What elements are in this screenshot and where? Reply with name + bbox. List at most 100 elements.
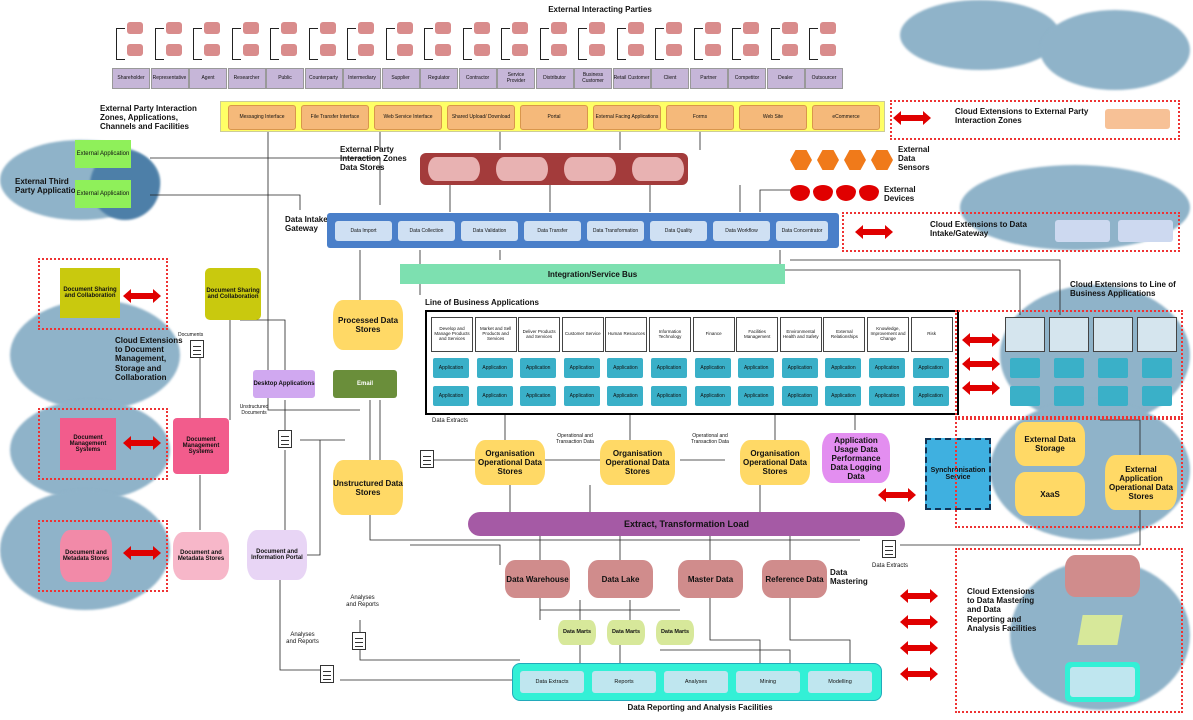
- intake-box[interactable]: Data Quality: [650, 221, 707, 241]
- party-box[interactable]: Client: [651, 68, 689, 89]
- data-lake[interactable]: Data Lake: [588, 560, 653, 598]
- dms[interactable]: Document Management Systems: [173, 418, 229, 474]
- party-box[interactable]: Retail Customer: [612, 68, 651, 89]
- master-data[interactable]: Master Data: [678, 560, 743, 598]
- service-bus[interactable]: Integration/Service Bus: [400, 264, 785, 284]
- lob-function[interactable]: External Relationships: [823, 317, 866, 352]
- intake-box[interactable]: Data Collection: [398, 221, 455, 241]
- application-box[interactable]: Application: [912, 386, 949, 406]
- application-box[interactable]: Application: [520, 386, 557, 406]
- channel-box[interactable]: Portal: [520, 105, 588, 130]
- xaas[interactable]: XaaS: [1015, 472, 1085, 516]
- ods-1[interactable]: Organisation Operational Data Stores: [475, 440, 545, 485]
- channel-box[interactable]: Forms: [666, 105, 734, 130]
- data-mart[interactable]: Data Marts: [656, 620, 694, 645]
- application-box[interactable]: Application: [607, 386, 644, 406]
- reporting-box[interactable]: Reports: [592, 671, 656, 693]
- party-box[interactable]: Representative: [150, 68, 189, 89]
- processed-stores[interactable]: Processed Data Stores: [333, 300, 403, 350]
- application-box[interactable]: Application: [825, 386, 862, 406]
- application-box[interactable]: Application: [651, 358, 687, 378]
- party-box[interactable]: Intermediary: [343, 68, 381, 89]
- application-box[interactable]: Application: [694, 386, 731, 406]
- dms-cloud[interactable]: Document Management Systems: [60, 418, 116, 470]
- application-box[interactable]: Application: [476, 358, 513, 378]
- ods-2[interactable]: Organisation Operational Data Stores: [600, 440, 675, 485]
- app-usage-store[interactable]: Application Usage Data Performance Data …: [822, 433, 890, 483]
- unstructured-stores[interactable]: Unstructured Data Stores: [333, 460, 403, 515]
- application-box[interactable]: Application: [433, 358, 469, 378]
- channel-box[interactable]: Shared Upload/ Download: [447, 105, 515, 130]
- application-box[interactable]: Application: [781, 386, 818, 406]
- external-application-box[interactable]: External Application: [75, 140, 131, 168]
- channel-box[interactable]: Web Site: [739, 105, 807, 130]
- sync-service[interactable]: Synchronisation Service: [925, 438, 991, 510]
- party-box[interactable]: Partner: [689, 68, 728, 89]
- party-box[interactable]: Dealer: [766, 68, 805, 89]
- data-mart[interactable]: Data Marts: [607, 620, 645, 645]
- reporting-box[interactable]: Mining: [736, 671, 800, 693]
- application-box[interactable]: Application: [738, 358, 775, 378]
- application-box[interactable]: Application: [869, 386, 905, 406]
- ext-app-ods[interactable]: External Application Operational Data St…: [1105, 455, 1177, 510]
- application-box[interactable]: Application: [433, 386, 469, 406]
- doc-sharing[interactable]: Document Sharing and Collaboration: [205, 268, 261, 320]
- doc-sharing-cloud[interactable]: Document Sharing and Collaboration: [60, 268, 120, 318]
- channel-box[interactable]: Messaging Interface: [228, 105, 296, 130]
- application-box[interactable]: Application: [563, 358, 600, 378]
- doc-meta[interactable]: Document and Metadata Stores: [173, 532, 229, 580]
- data-warehouse[interactable]: Data Warehouse: [505, 560, 570, 598]
- ods-3[interactable]: Organisation Operational Data Stores: [740, 440, 810, 485]
- application-box[interactable]: Application: [476, 386, 513, 406]
- intake-box[interactable]: Data Concentrator: [776, 221, 828, 241]
- intake-box[interactable]: Data Import: [335, 221, 392, 241]
- lob-function[interactable]: Deliver Products and Services: [518, 317, 561, 352]
- party-box[interactable]: Researcher: [227, 68, 266, 89]
- application-box[interactable]: Application: [520, 358, 557, 378]
- party-box[interactable]: Competitor: [728, 68, 766, 89]
- lob-function[interactable]: Finance: [692, 317, 735, 352]
- application-box[interactable]: Application: [607, 358, 644, 378]
- lob-function[interactable]: Environmental Health and Safety: [779, 317, 822, 352]
- party-box[interactable]: Shareholder: [112, 68, 150, 89]
- party-box[interactable]: Public: [266, 68, 304, 89]
- external-application-box[interactable]: External Application: [75, 180, 131, 208]
- party-box[interactable]: Distributor: [535, 68, 574, 89]
- desktop-apps[interactable]: Desktop Applications: [253, 370, 315, 398]
- channel-box[interactable]: External Facing Applications: [593, 105, 661, 130]
- party-box[interactable]: Business Customer: [574, 68, 612, 89]
- channel-box[interactable]: Web Service Interface: [374, 105, 442, 130]
- party-box[interactable]: Supplier: [381, 68, 420, 89]
- channel-box[interactable]: File Transfer Interface: [301, 105, 369, 130]
- lob-function[interactable]: Facilities Management: [736, 317, 779, 352]
- lob-function[interactable]: Knowledge, Improvement and Change: [867, 317, 909, 352]
- intake-box[interactable]: Data Validation: [461, 221, 518, 241]
- etl-bar[interactable]: Extract, Transformation Load: [468, 512, 905, 536]
- party-box[interactable]: Agent: [189, 68, 227, 89]
- party-box[interactable]: Regulator: [420, 68, 458, 89]
- application-box[interactable]: Application: [651, 386, 687, 406]
- reporting-box[interactable]: Data Extracts: [520, 671, 584, 693]
- lob-function[interactable]: Develop and Manage Products and Services: [431, 317, 473, 352]
- info-portal[interactable]: Document and Information Portal: [247, 530, 307, 580]
- party-box[interactable]: Outsourcer: [805, 68, 843, 89]
- application-box[interactable]: Application: [738, 386, 775, 406]
- lob-function[interactable]: Market and Sell Products and Services: [474, 317, 517, 352]
- lob-function[interactable]: Human Resources: [605, 317, 648, 352]
- intake-box[interactable]: Data Transfer: [524, 221, 581, 241]
- party-box[interactable]: Service Provider: [497, 68, 535, 89]
- lob-function[interactable]: Risk: [910, 317, 953, 352]
- data-mart[interactable]: Data Marts: [558, 620, 596, 645]
- lob-function[interactable]: Customer Service: [561, 317, 604, 352]
- application-box[interactable]: Application: [563, 386, 600, 406]
- reference-data[interactable]: Reference Data: [762, 560, 827, 598]
- application-box[interactable]: Application: [912, 358, 949, 378]
- external-storage[interactable]: External Data Storage: [1015, 422, 1085, 466]
- channel-box[interactable]: eCommerce: [812, 105, 880, 130]
- lob-function[interactable]: Information Technology: [649, 317, 691, 352]
- email[interactable]: Email: [333, 370, 397, 398]
- application-box[interactable]: Application: [781, 358, 818, 378]
- reporting-box[interactable]: Analyses: [664, 671, 728, 693]
- intake-box[interactable]: Data Workflow: [713, 221, 770, 241]
- application-box[interactable]: Application: [825, 358, 862, 378]
